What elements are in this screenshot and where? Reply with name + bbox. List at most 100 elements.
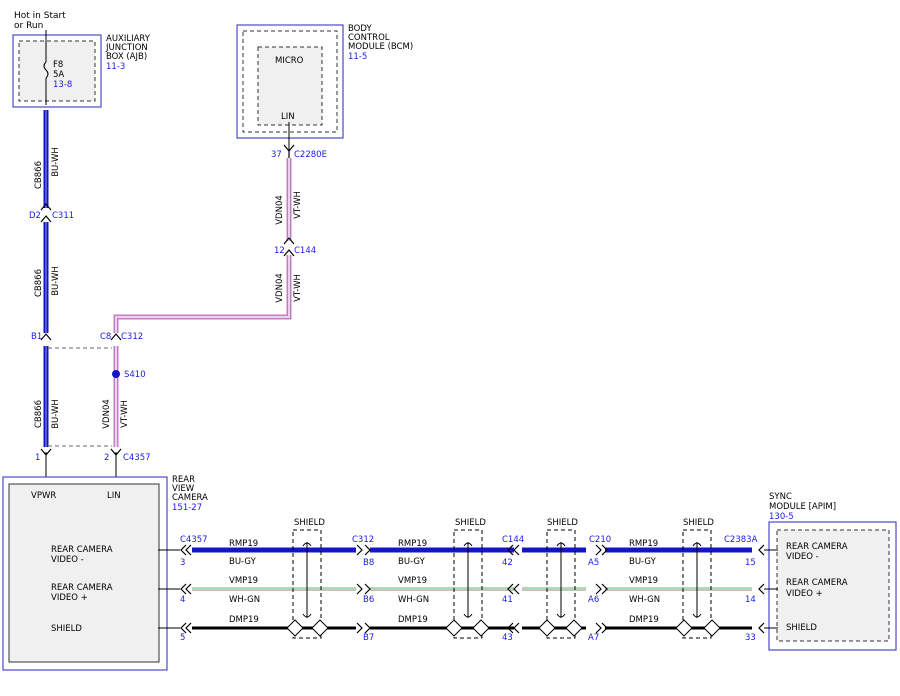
- camera-title-2: VIEW: [172, 484, 195, 494]
- bcm-title-3: MODULE (BCM): [348, 42, 413, 52]
- sync-pin2-line1: REAR CAMERA: [786, 578, 848, 588]
- c4357-name: C4357: [123, 453, 151, 463]
- vmp19-seg1: VMP19: [229, 576, 258, 586]
- rear-camera-module: [2, 476, 168, 671]
- bcm-ref: 11-5: [348, 52, 367, 62]
- c4357-pin2: 2: [104, 453, 109, 463]
- splice-s410-dot: [112, 370, 120, 378]
- dmp19-seg1: DMP19: [229, 615, 259, 625]
- bus-c144-pin41: 41: [502, 595, 513, 605]
- bus-c2383a-pin14: 14: [745, 595, 756, 605]
- c312-name: C312: [121, 332, 143, 342]
- rmp19-seg1: RMP19: [229, 539, 258, 549]
- bus-c312-pin-b6: B6: [363, 595, 374, 605]
- sync-pin2-line2: VIDEO +: [786, 589, 823, 599]
- power-note-line2: or Run: [14, 21, 43, 31]
- bus-conn-c2383a: C2383A: [724, 535, 758, 545]
- c312-pin-c8: C8: [100, 332, 111, 342]
- whgn-seg3: WH-GN: [629, 595, 660, 605]
- shield-groups: [292, 529, 712, 639]
- camera-pin1-line2: VIDEO -: [51, 555, 84, 565]
- bus-connector-marks: [180, 544, 765, 634]
- bugy-seg1: BU-GY: [229, 557, 257, 567]
- vmp19-seg2: VMP19: [398, 576, 427, 586]
- fuse-rating: 5A: [53, 70, 64, 80]
- bus-c210-pin-a5: A5: [588, 558, 599, 568]
- sync-pin3-line1: SHIELD: [786, 623, 817, 633]
- ajb-ref: 11-3: [106, 62, 125, 72]
- bus-c312-pin-b8: B8: [363, 558, 374, 568]
- c2280e-pin: 37: [271, 150, 282, 160]
- c311-name: C311: [52, 211, 74, 221]
- bugy-seg2: BU-GY: [398, 557, 426, 567]
- whgn-seg1: WH-GN: [229, 595, 260, 605]
- c312-pin-b1: B1: [31, 332, 42, 342]
- shield-label-1: SHIELD: [294, 518, 325, 528]
- camera-lin: LIN: [107, 491, 121, 501]
- power-note-line1: Hot in Start: [14, 11, 66, 21]
- left-circuit-3: CB866: [34, 400, 44, 428]
- bus-c4357-pin4: 4: [180, 595, 185, 605]
- ajb-title-2: JUNCTION: [105, 43, 148, 53]
- bcm-micro-label: MICRO: [275, 56, 304, 66]
- right-circuit-2: VDN04: [275, 273, 285, 303]
- camera-vpwr: VPWR: [31, 491, 56, 501]
- c311-pin: D2: [29, 211, 41, 221]
- bus-c144-pin42: 42: [502, 558, 513, 568]
- camera-pin2-line1: REAR CAMERA: [51, 583, 113, 593]
- c144-name: C144: [294, 246, 316, 256]
- camera-pin3-line1: SHIELD: [51, 624, 82, 634]
- bus-c210-pin-a6: A6: [588, 595, 599, 605]
- camera-title-1: REAR: [172, 475, 195, 485]
- left-color-2: BU-WH: [51, 266, 61, 296]
- camera-ref: 151-27: [172, 503, 202, 513]
- sync-module: [768, 521, 897, 651]
- sync-ref: 130-5: [769, 512, 794, 522]
- shield-label-3: SHIELD: [547, 518, 578, 528]
- sync-title-1: SYNC: [769, 492, 792, 502]
- ajb-title-3: BOX (AJB): [106, 52, 147, 62]
- bus-c4357-pin5: 5: [180, 633, 185, 643]
- bcm-module: MICRO LIN: [236, 24, 344, 150]
- shield-label-2: SHIELD: [455, 518, 486, 528]
- c144-pin: 12: [274, 246, 285, 256]
- left-circuit-2: CB866: [34, 269, 44, 297]
- sync-pin1-line1: REAR CAMERA: [786, 542, 848, 552]
- bus-c210-pin-a7: A7: [588, 633, 599, 643]
- fuse-ref: 13-8: [53, 80, 72, 90]
- right-circuit-1: VDN04: [275, 195, 285, 225]
- dmp19-seg2: DMP19: [398, 615, 428, 625]
- left-circuit-1: CB866: [34, 161, 44, 189]
- bcm-title-1: BODY: [348, 24, 372, 34]
- bus-c144-pin43: 43: [502, 633, 513, 643]
- bcm-title-2: CONTROL: [348, 33, 390, 43]
- camera-title-3: CAMERA: [172, 493, 208, 503]
- ajb-module: F8 5A 13-8: [12, 30, 102, 108]
- right-circuit-3: VDN04: [102, 399, 112, 429]
- dmp19-seg3: DMP19: [629, 615, 659, 625]
- whgn-seg2: WH-GN: [398, 595, 429, 605]
- bus-conn-c312: C312: [352, 535, 374, 545]
- bus-conn-c144: C144: [502, 535, 524, 545]
- c2280e-name: C2280E: [294, 150, 327, 160]
- shield-label-4: SHIELD: [683, 518, 714, 528]
- bcm-lin-label: LIN: [281, 112, 295, 122]
- bus-c2383a-pin33: 33: [745, 633, 756, 643]
- bus-conn-c210: C210: [589, 535, 611, 545]
- left-color-3: BU-WH: [51, 399, 61, 429]
- rmp19-seg3: RMP19: [629, 539, 658, 549]
- bus-c2383a-pin15: 15: [745, 558, 756, 568]
- bus-c4357-pin3: 3: [180, 558, 185, 568]
- bugy-seg3: BU-GY: [629, 557, 657, 567]
- sync-pin1-line2: VIDEO -: [786, 552, 819, 562]
- shield-diamonds: [286, 619, 721, 637]
- bus-conn-c4357: C4357: [180, 535, 208, 545]
- left-color-1: BU-WH: [51, 147, 61, 177]
- right-color-2: VT-WH: [293, 274, 303, 302]
- ajb-title-1: AUXILIARY: [106, 34, 151, 44]
- camera-pin2-line2: VIDEO +: [51, 593, 88, 603]
- s410-label: S410: [124, 370, 146, 380]
- sync-title-2: MODULE [APIM]: [769, 502, 836, 512]
- connector-marks: [40, 144, 295, 456]
